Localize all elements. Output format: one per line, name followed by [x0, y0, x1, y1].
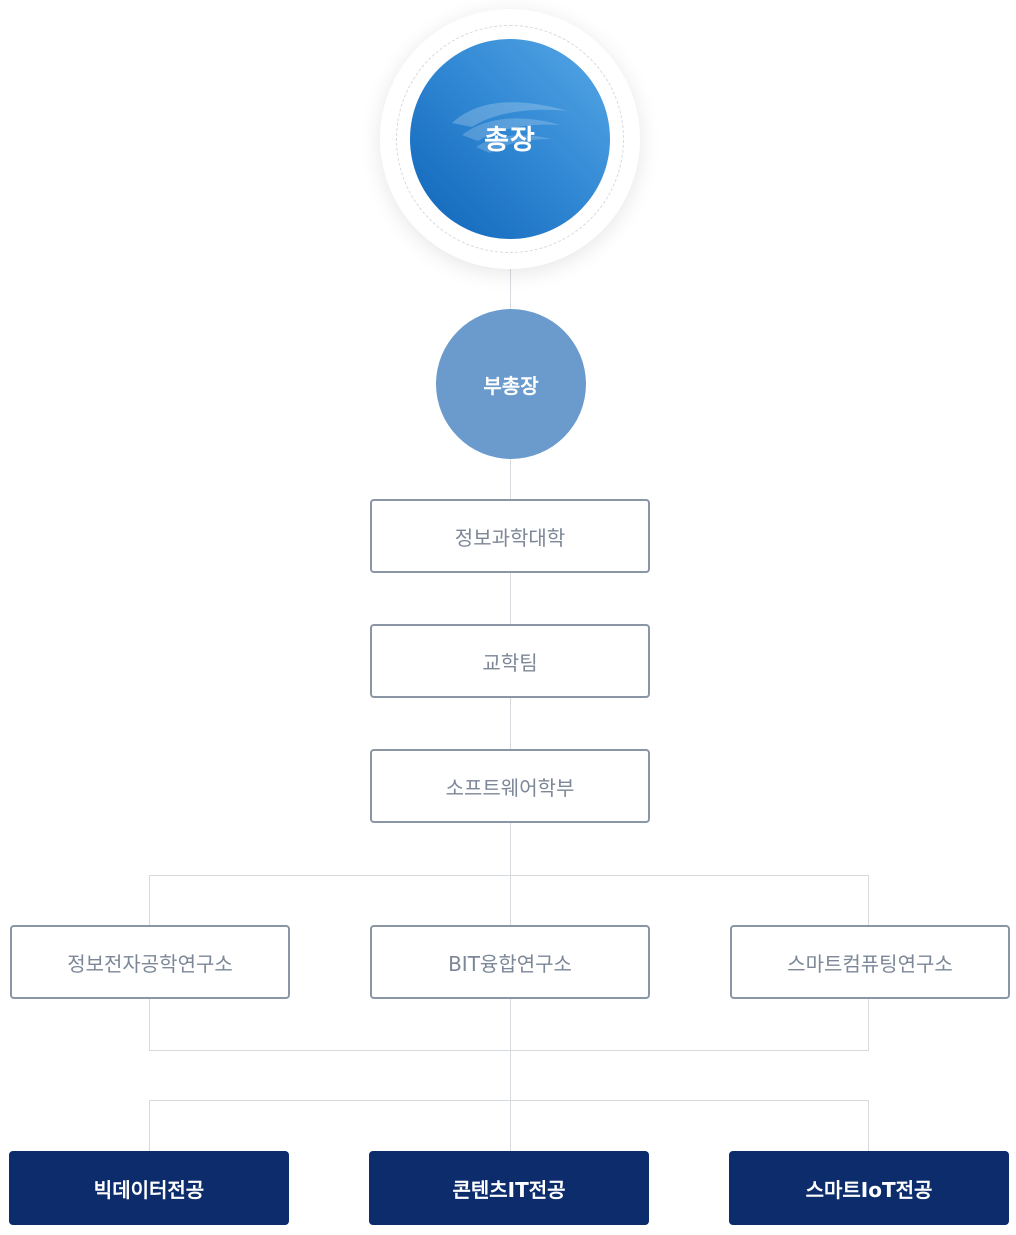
president-circle: 총장 [410, 39, 610, 239]
major-label: 콘텐츠IT전공 [452, 1177, 566, 1202]
vice-president-node: 부총장 [436, 309, 586, 459]
software-school-label: 소프트웨어학부 [445, 775, 575, 800]
institute-box-bit[interactable]: BIT융합연구소 [370, 925, 650, 999]
academic-team-box[interactable]: 교학팀 [370, 624, 650, 698]
institute-left-drop [149, 875, 150, 927]
institute-left-rise [149, 998, 150, 1051]
vice-president-label: 부총장 [483, 373, 539, 398]
major-box-bigdata[interactable]: 빅데이터전공 [9, 1151, 289, 1225]
connector-college-team [510, 572, 511, 626]
connector-vp-college [510, 457, 511, 501]
institutes-top-bracket [149, 875, 869, 876]
major-left-drop [149, 1100, 150, 1152]
institute-label: 스마트컴퓨팅연구소 [787, 951, 953, 976]
connector-team-school [510, 697, 511, 751]
institute-label: BIT융합연구소 [448, 951, 572, 976]
college-box[interactable]: 정보과학대학 [370, 499, 650, 573]
institute-box-electronics[interactable]: 정보전자공학연구소 [10, 925, 290, 999]
institute-right-drop [868, 875, 869, 927]
majors-top-bracket [149, 1100, 869, 1101]
wave-emblem-icon [452, 102, 568, 153]
major-box-smart-iot[interactable]: 스마트IoT전공 [729, 1151, 1009, 1225]
institute-box-smart-computing[interactable]: 스마트컴퓨팅연구소 [730, 925, 1010, 999]
software-school-box[interactable]: 소프트웨어학부 [370, 749, 650, 823]
connector-president-vp [510, 265, 511, 311]
major-center-drop [510, 1100, 511, 1152]
institute-label: 정보전자공학연구소 [67, 951, 233, 976]
academic-team-label: 교학팀 [482, 650, 538, 675]
president-dashed-ring [396, 25, 624, 253]
institutes-bottom-bracket [149, 1050, 869, 1051]
institute-right-rise [868, 998, 869, 1051]
president-label: 총장 [484, 124, 536, 156]
major-label: 빅데이터전공 [93, 1177, 205, 1202]
major-right-drop [868, 1100, 869, 1152]
major-label: 스마트IoT전공 [805, 1177, 933, 1202]
president-node: 총장 [380, 9, 640, 269]
college-label: 정보과학대학 [454, 525, 566, 550]
major-box-content-it[interactable]: 콘텐츠IT전공 [369, 1151, 649, 1225]
